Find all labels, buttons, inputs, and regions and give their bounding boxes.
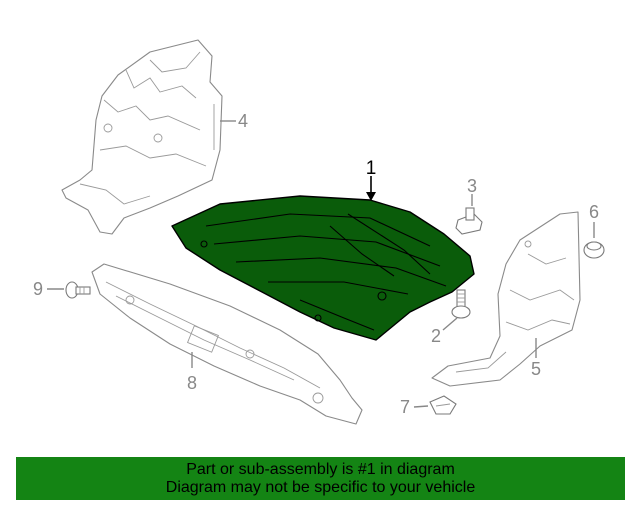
leader-7 (413, 405, 429, 408)
part-3-clip-nut (455, 207, 483, 235)
leader-lines (47, 120, 595, 408)
parts-diagram: 1 2 3 4 5 6 7 8 9 (33, 39, 605, 425)
part-1-engine-splash-shield (171, 195, 475, 341)
part-8-lower-deflector (91, 263, 363, 425)
callout-1: 1 (366, 158, 377, 179)
callout-2: 2 (431, 326, 441, 346)
callout-7: 7 (400, 397, 410, 417)
leader-2 (442, 317, 458, 331)
part-4-left-splash-shield (61, 39, 223, 235)
part-6-grommet (583, 241, 605, 259)
arrowhead-1 (366, 192, 376, 201)
callout-8: 8 (187, 373, 197, 393)
callout-5: 5 (531, 359, 541, 379)
callout-9: 9 (33, 279, 43, 299)
part-9-bolt (65, 281, 91, 299)
part-2-bolt (451, 289, 471, 319)
banner-line-1: Part or sub-assembly is #1 in diagram (186, 460, 455, 478)
callout-3: 3 (467, 176, 477, 196)
part-5-right-splash-shield (431, 211, 581, 387)
part-7-clip (429, 395, 457, 415)
callout-6: 6 (589, 202, 599, 222)
banner-line-2: Diagram may not be specific to your vehi… (165, 478, 476, 496)
callout-4: 4 (238, 111, 248, 131)
info-banner: Part or sub-assembly is #1 in diagram Di… (16, 457, 625, 500)
